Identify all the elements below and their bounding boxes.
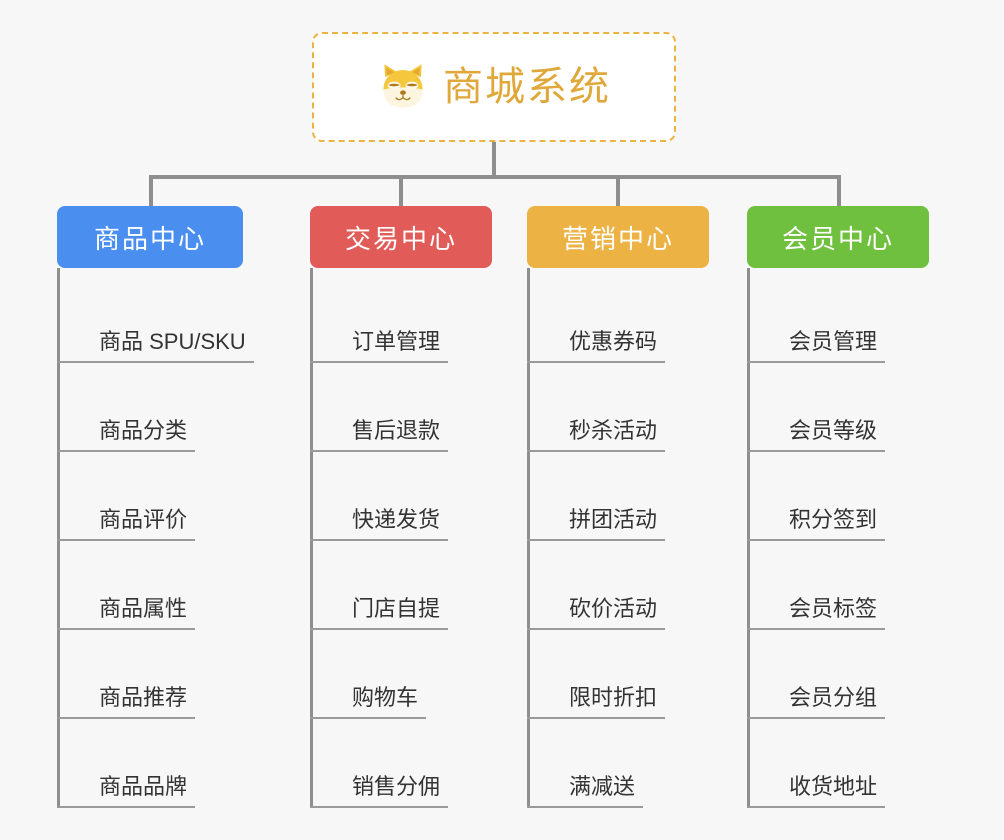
list-item[interactable]: 商品推荐 (57, 630, 243, 719)
list-item-label: 销售分佣 (310, 773, 449, 808)
list-item-label: 收货地址 (747, 773, 886, 808)
branch-header-label: 交易中心 (344, 223, 457, 254)
list-item[interactable]: 售后退款 (310, 363, 492, 452)
branch-column-product: 商品中心 商品 SPU/SKU 商品分类 商品评价 商品属性 商品推荐 商品品牌 (57, 206, 254, 808)
list-item-label: 限时折扣 (527, 684, 666, 719)
list-item-label: 订单管理 (310, 328, 449, 363)
connector-drop-1 (399, 175, 403, 206)
connector-drop-0 (149, 175, 153, 206)
list-item-label: 会员等级 (747, 417, 886, 452)
list-item[interactable]: 商品分类 (57, 363, 243, 452)
list-item-label: 商品分类 (57, 417, 196, 452)
connector-drop-2 (616, 175, 620, 206)
list-item[interactable]: 砍价活动 (527, 541, 709, 630)
connector-stem (492, 142, 496, 178)
branch-header-product[interactable]: 商品中心 (57, 206, 243, 268)
list-item-label: 快递发货 (310, 506, 449, 541)
list-item-label: 会员分组 (747, 684, 886, 719)
list-item-label: 商品推荐 (57, 684, 196, 719)
list-item-label: 商品属性 (57, 595, 196, 630)
list-item[interactable]: 会员管理 (747, 274, 929, 363)
list-item[interactable]: 会员等级 (747, 363, 929, 452)
list-item[interactable]: 优惠券码 (527, 274, 709, 363)
branch-items-product: 商品 SPU/SKU 商品分类 商品评价 商品属性 商品推荐 商品品牌 (57, 268, 254, 808)
branch-column-trade: 交易中心 订单管理 售后退款 快递发货 门店自提 购物车 销售分佣 (310, 206, 492, 808)
list-item[interactable]: 商品品牌 (57, 719, 243, 808)
list-item[interactable]: 限时折扣 (527, 630, 709, 719)
branch-header-member[interactable]: 会员中心 (747, 206, 929, 268)
list-item-label: 会员标签 (747, 595, 886, 630)
branch-header-label: 商品中心 (93, 223, 206, 254)
root-title: 商城系统 (443, 65, 611, 109)
branch-header-label: 营销中心 (561, 223, 674, 254)
list-item-label: 售后退款 (310, 417, 449, 452)
list-item[interactable]: 商品评价 (57, 452, 243, 541)
branch-header-marketing[interactable]: 营销中心 (527, 206, 709, 268)
list-item-label: 拼团活动 (527, 506, 666, 541)
list-item-label: 商品品牌 (57, 773, 196, 808)
branch-column-member: 会员中心 会员管理 会员等级 积分签到 会员标签 会员分组 收货地址 (747, 206, 929, 808)
list-item-label: 门店自提 (310, 595, 449, 630)
list-item[interactable]: 收货地址 (747, 719, 929, 808)
branch-column-marketing: 营销中心 优惠券码 秒杀活动 拼团活动 砍价活动 限时折扣 满减送 (527, 206, 709, 808)
list-item-label: 优惠券码 (527, 328, 666, 363)
list-item[interactable]: 满减送 (527, 719, 709, 808)
list-item-label: 会员管理 (747, 328, 886, 363)
branch-header-label: 会员中心 (781, 223, 894, 254)
list-item[interactable]: 门店自提 (310, 541, 492, 630)
list-item-label: 积分签到 (747, 506, 886, 541)
branch-items-member: 会员管理 会员等级 积分签到 会员标签 会员分组 收货地址 (747, 268, 929, 808)
list-item[interactable]: 商品 SPU/SKU (57, 274, 254, 363)
connector-bus (149, 175, 841, 179)
list-item[interactable]: 购物车 (310, 630, 492, 719)
list-item[interactable]: 拼团活动 (527, 452, 709, 541)
list-item[interactable]: 积分签到 (747, 452, 929, 541)
root-node[interactable]: 商城系统 (312, 32, 676, 142)
list-item[interactable]: 会员标签 (747, 541, 929, 630)
branch-items-trade: 订单管理 售后退款 快递发货 门店自提 购物车 销售分佣 (310, 268, 492, 808)
branch-header-trade[interactable]: 交易中心 (310, 206, 492, 268)
list-item-label: 商品评价 (57, 506, 196, 541)
list-item[interactable]: 销售分佣 (310, 719, 492, 808)
list-item[interactable]: 快递发货 (310, 452, 492, 541)
list-item-label: 秒杀活动 (527, 417, 666, 452)
connector-drop-3 (837, 175, 841, 206)
shiba-dog-icon (383, 64, 423, 108)
list-item-label: 砍价活动 (527, 595, 666, 630)
list-item[interactable]: 会员分组 (747, 630, 929, 719)
list-item-label: 满减送 (527, 773, 644, 808)
branch-items-marketing: 优惠券码 秒杀活动 拼团活动 砍价活动 限时折扣 满减送 (527, 268, 709, 808)
list-item-label: 购物车 (310, 684, 427, 719)
list-item[interactable]: 商品属性 (57, 541, 243, 630)
list-item[interactable]: 订单管理 (310, 274, 492, 363)
list-item[interactable]: 秒杀活动 (527, 363, 709, 452)
list-item-label: 商品 SPU/SKU (57, 328, 254, 363)
